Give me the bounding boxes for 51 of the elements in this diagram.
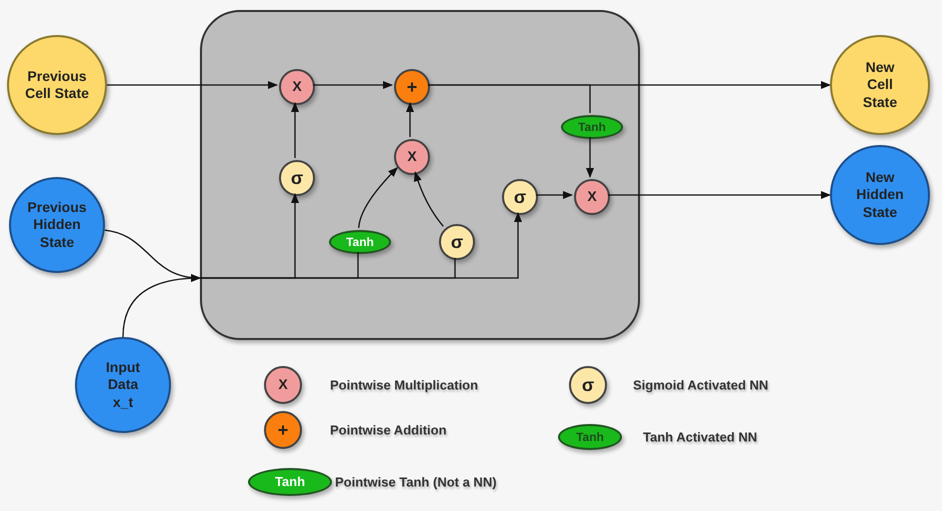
multiply-circle [574, 179, 610, 215]
arrow [406, 102, 414, 137]
node-label: σ [514, 186, 526, 208]
node-label: X [278, 376, 288, 394]
sigmoid-circle [279, 160, 315, 196]
multiply-circle [394, 139, 430, 175]
node-label: Previous Hidden State [26, 198, 88, 252]
multiply-circle [264, 366, 302, 404]
node-label: + [406, 76, 418, 98]
arrow [291, 102, 299, 158]
arrow [586, 137, 594, 178]
sigmoid-circle [569, 366, 607, 404]
tanh-ellipse [329, 230, 391, 254]
node-label: New Hidden State [855, 168, 905, 222]
arrow [122, 274, 201, 338]
arrow [608, 191, 831, 199]
node-label: Pointwise Addition [330, 421, 447, 440]
node-label: σ [290, 166, 304, 190]
connector-line [428, 84, 591, 113]
node-label: σ [582, 374, 594, 396]
node-label: Sigmoid Activated NN [633, 376, 768, 394]
node-label: Previous Cell State [24, 68, 90, 102]
node-label: Tanh [346, 234, 374, 250]
tanh-ellipse [558, 424, 622, 450]
sigmoid-circle [439, 224, 475, 260]
node-label: New Cell State [862, 58, 898, 112]
arrow [358, 167, 398, 228]
tanh-ellipse [561, 115, 623, 139]
lstm-cell-box [200, 10, 640, 340]
tanh-ellipse [248, 468, 332, 496]
arrow [313, 81, 393, 89]
node-label: X [407, 148, 417, 166]
arrow [414, 171, 444, 227]
node-label: X [292, 78, 302, 96]
multiply-circle [279, 69, 315, 105]
sigmoid-circle [502, 179, 538, 215]
node-label: Tanh [578, 120, 606, 134]
node-label: X [587, 188, 597, 206]
node-label: σ [450, 230, 464, 254]
node-label: Tanh [274, 474, 306, 490]
node-label: Tanh Activated NN [643, 428, 758, 446]
add-circle [264, 411, 302, 449]
node-label: Pointwise Tanh (Not a NN) [335, 473, 497, 492]
arrow [107, 81, 278, 89]
node-label: + [278, 418, 288, 442]
node-label: Pointwise Multiplication [330, 376, 478, 394]
node-label: Input Data x_t [104, 358, 142, 412]
add-circle [394, 69, 430, 105]
arrow [200, 212, 522, 279]
arrow [536, 191, 573, 199]
node-label: Tanh [576, 430, 604, 444]
